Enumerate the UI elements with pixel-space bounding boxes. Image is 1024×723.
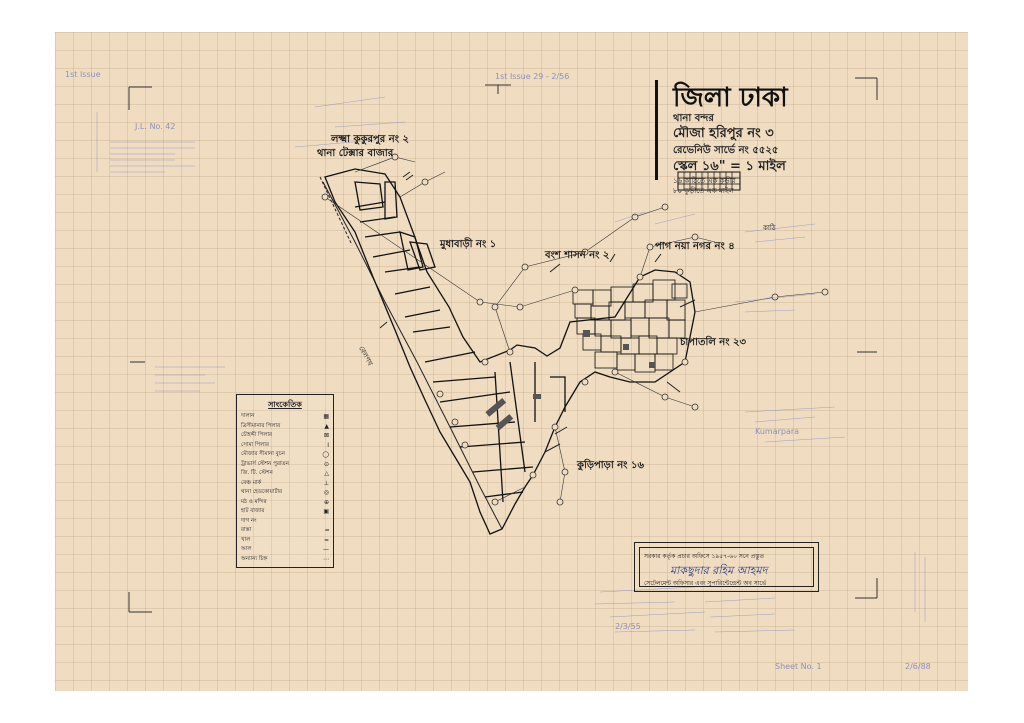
legend-symbol-icon: I bbox=[327, 441, 329, 449]
pencil-note-5: 2/3/55 bbox=[615, 622, 641, 631]
title-block: জিলা ঢাকা থানা বন্দর মৌজা হরিপুর নং ৩ রে… bbox=[655, 77, 870, 232]
certificate-top-text: সরকার কর্তৃক প্রচার অফিসে ১৯৫৭-৬০ সনে প্… bbox=[644, 553, 765, 560]
legend-symbol-icon: ⊠ bbox=[323, 432, 329, 439]
legend-row-label: খাল bbox=[241, 536, 251, 543]
legend-row: রাস্তা ═ bbox=[241, 527, 329, 535]
legend-row-label: অন্যান্য চিহ্ন bbox=[241, 555, 268, 562]
legend-symbol-icon: ═ bbox=[325, 527, 329, 534]
legend-row: হাট বাজার ▣ bbox=[241, 508, 329, 516]
legend-row-label: রাস্তা bbox=[241, 527, 252, 533]
legend-symbol-icon: ◯ bbox=[322, 451, 329, 458]
mouza-boundary bbox=[324, 168, 696, 535]
frame-corner-tl bbox=[128, 86, 152, 110]
pencil-note-6: Sheet No. 1 bbox=[775, 662, 822, 671]
legend-symbol-icon: ⊥ bbox=[323, 479, 329, 487]
legend-row: ট্রাভার্স স্টেশন পুরাতন ⊙ bbox=[241, 461, 329, 469]
legend-row: দাগ নং bbox=[241, 518, 329, 526]
district-title: জিলা ঢাকা bbox=[673, 83, 788, 113]
railway-line bbox=[322, 181, 503, 530]
legend-row-label: মৌজার সীমানা বুচন bbox=[241, 451, 285, 457]
legend-row-label: দালান bbox=[241, 413, 255, 419]
frame-corner-tr bbox=[855, 77, 878, 100]
mouza-ne-label: পাগ নয়া নগর নং ৪ bbox=[655, 241, 735, 252]
mouza-line: মৌজা হরিপুর নং ৩ bbox=[673, 126, 774, 141]
legend-symbol-icon: ◎ bbox=[323, 489, 329, 496]
thana-line: থানা বন্দর bbox=[673, 113, 714, 124]
legend-symbol-icon: ▲ bbox=[324, 422, 329, 430]
scale-note-1: ১৬ কাঠিতে এক কুড়ীর bbox=[673, 177, 736, 185]
mouza-center-label: বংশ শাসন নং ২ bbox=[545, 250, 610, 261]
pencil-note-2: 1st Issue 29 - 2/56 bbox=[495, 72, 570, 81]
north-mouza-label-2: থানা টেক্সার বাজার bbox=[317, 148, 394, 159]
legend-symbol-icon: ▣ bbox=[323, 508, 329, 515]
legend-row: চৌহদ্দী পিলার ⊠ bbox=[241, 432, 329, 440]
legend-row: আল — bbox=[241, 546, 329, 554]
frame-corner-bl bbox=[128, 592, 152, 613]
legend-box: সাংকেতিক দালান ▦ ত্রিসীমানার পিলার ▲ চৌহদ্দী… bbox=[236, 394, 334, 568]
legend-row: মঠ ও মন্দির ⊕ bbox=[241, 499, 329, 507]
pencil-note-4: Kumarpara bbox=[755, 427, 800, 436]
legend-symbol-icon: ⋯ bbox=[323, 555, 329, 563]
title-bar bbox=[655, 80, 658, 180]
mouza-west-label: মুধাবাড়ী নং ১ bbox=[440, 239, 497, 250]
legend-row-label: মঠ ও মন্দির bbox=[241, 498, 267, 505]
pencil-marks bbox=[96, 96, 926, 633]
frame-corner-br bbox=[855, 578, 878, 599]
legend-symbol-icon: ⊙ bbox=[323, 460, 329, 468]
legend-row: মৌজার সীমানা বুচন ◯ bbox=[241, 451, 329, 459]
scale-bar-graphic bbox=[677, 171, 741, 191]
legend-row-label: থানা হেডকোয়ার্টার bbox=[241, 489, 283, 495]
legend-row-label: বেঞ্চ মার্ক bbox=[241, 479, 262, 486]
legend-row-label: চৌহদ্দী পিলার bbox=[241, 432, 273, 438]
legend-row-label: ত্রিসীমানার পিলার bbox=[241, 422, 281, 429]
mouza-south-label: কুড়িপাড়া নং ১৬ bbox=[577, 460, 644, 471]
legend-row: বেঞ্চ মার্ক ⊥ bbox=[241, 480, 329, 488]
map-sheet: জিলা ঢাকা থানা বন্দর মৌজা হরিপুর নং ৩ রে… bbox=[55, 32, 968, 691]
legend-row-label: জি. টি. স্টেশন bbox=[241, 470, 273, 476]
legend-row-label: আল bbox=[241, 546, 252, 552]
legend-row-label: সোমা পিলার bbox=[241, 441, 269, 448]
legend-symbol-icon: ≈ bbox=[323, 536, 329, 544]
legend-row-label: হাট বাজার bbox=[241, 508, 265, 514]
scale-note-2: ৮০ কুড়ীতে এক মাইল bbox=[673, 187, 734, 195]
scale-bar-label: কাঠি bbox=[763, 224, 776, 232]
legend-symbol-icon: △ bbox=[324, 470, 329, 477]
certificate-box: সরকার কর্তৃক প্রচার অফিসে ১৯৫৭-৬০ সনে প্… bbox=[634, 542, 819, 592]
legend-row: থানা হেডকোয়ার্টার ◎ bbox=[241, 489, 329, 497]
revenue-survey-line: রেভেনিউ সার্ভে নং ৫৫২৫ bbox=[673, 145, 779, 156]
legend-row: খাল ≈ bbox=[241, 537, 329, 545]
pencil-note-7: 2/6/88 bbox=[905, 662, 931, 671]
north-mouza-label-1: লক্ষ্মা কুকুরপুর নং ২ bbox=[331, 134, 410, 145]
legend-symbol-icon: ⊕ bbox=[323, 498, 329, 506]
legend-row: অন্যান্য চিহ্ন ⋯ bbox=[241, 556, 329, 564]
legend-row-label: ট্রাভার্স স্টেশন পুরাতন bbox=[241, 460, 289, 467]
pencil-note-3: J.L. No. 42 bbox=[135, 122, 176, 131]
legend-row: জি. টি. স্টেশন △ bbox=[241, 470, 329, 478]
mouza-east-label: চাপাতলি নং ২৩ bbox=[680, 337, 747, 348]
certificate-inner: সরকার কর্তৃক প্রচার অফিসে ১৯৫৭-৬০ সনে প্… bbox=[639, 547, 814, 587]
traverse-station-markers bbox=[321, 153, 829, 506]
pencil-note-1: 1st Issue bbox=[65, 70, 101, 79]
settlement-plots bbox=[572, 279, 688, 373]
legend-row-label: দাগ নং bbox=[241, 517, 257, 524]
boundary-ticks bbox=[379, 171, 696, 453]
legend-row: ত্রিসীমানার পিলার ▲ bbox=[241, 423, 329, 431]
legend-symbol-icon: — bbox=[323, 546, 329, 553]
certificate-bottom-text: সেটেলমেন্ট অফিসার এবং সুপারিন্টেন্ডেন্ট … bbox=[644, 580, 767, 587]
scale-line: স্কেল ১৬" = ১ মাইল bbox=[673, 159, 786, 174]
legend-title: সাংকেতিক bbox=[268, 400, 302, 409]
legend-row: দালান ▦ bbox=[241, 413, 329, 421]
cadastral-map-drawing bbox=[96, 77, 926, 633]
legend-symbol-icon: ▦ bbox=[323, 413, 329, 420]
legend-row: সোমা পিলার I bbox=[241, 442, 329, 450]
frame-tick-top bbox=[485, 84, 511, 94]
building-hatch bbox=[485, 330, 655, 431]
certificate-signature: মাকছুদার রহিম আহমদ bbox=[670, 564, 768, 577]
